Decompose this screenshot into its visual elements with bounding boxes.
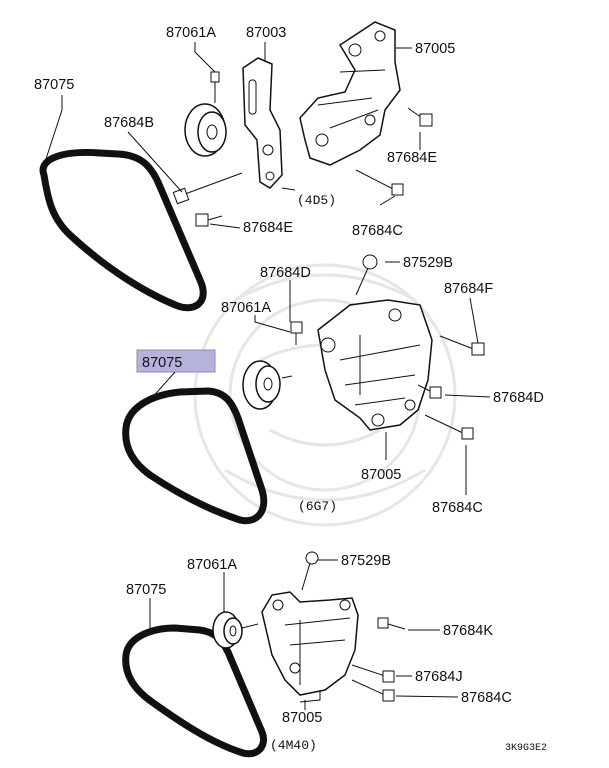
highlight-box xyxy=(136,349,216,373)
bolt-87684e-right-part[interactable] xyxy=(407,107,433,127)
label-bolt-87529b[interactable]: 87529B xyxy=(403,255,453,271)
engine-label-6g7: (6G7) xyxy=(298,499,337,514)
section-4d5: 87075 87061A 87003 87005 87684B 87684E 8… xyxy=(34,21,455,312)
label-bolt-87529b[interactable]: 87529B xyxy=(341,553,391,569)
bolt-87684e-lower-part[interactable] xyxy=(195,213,223,227)
label-pulley-87061a[interactable]: 87061A xyxy=(221,300,271,316)
label-mount-87005[interactable]: 87005 xyxy=(415,41,455,57)
mounting-bracket-part[interactable] xyxy=(261,591,359,703)
label-bolt-87684c[interactable]: 87684C xyxy=(432,500,483,516)
label-mount-87005[interactable]: 87005 xyxy=(361,467,401,483)
label-bolt-87684e-lower[interactable]: 87684E xyxy=(243,220,293,236)
engine-label-4d5: (4D5) xyxy=(297,193,336,208)
label-bolt-87684b[interactable]: 87684B xyxy=(104,115,154,131)
label-bolt-87684c[interactable]: 87684C xyxy=(461,690,512,706)
section-4m40: 87061A 87529B 87075 87684K 87684J 87684C… xyxy=(122,551,512,758)
label-bolt-87684e-right[interactable]: 87684E xyxy=(387,150,437,166)
v-belt-part[interactable] xyxy=(122,624,267,758)
idler-pulley-part[interactable] xyxy=(242,360,293,410)
bolt-87684c-part[interactable] xyxy=(355,169,404,196)
label-bolt-87684c[interactable]: 87684C xyxy=(352,223,403,239)
section-6g7: 87684D 87529B 87061A 87684F 87075 87684D… xyxy=(122,254,544,525)
label-bolt-87684f[interactable]: 87684F xyxy=(444,281,493,297)
bolt-87684c-part[interactable] xyxy=(351,679,395,702)
bolt-87684j-part[interactable] xyxy=(351,664,395,683)
idler-pulley-part[interactable] xyxy=(212,611,259,649)
bolt-87529b-part[interactable] xyxy=(301,551,319,591)
bolt-87684b-part[interactable] xyxy=(172,172,243,205)
label-pulley-87061a[interactable]: 87061A xyxy=(166,25,216,41)
label-mount-87005[interactable]: 87005 xyxy=(282,710,322,726)
bolt-87684d-top-part[interactable] xyxy=(290,321,303,345)
v-belt-part[interactable] xyxy=(122,387,268,525)
idler-pulley-part[interactable] xyxy=(184,71,227,157)
mounting-bracket-part[interactable] xyxy=(299,21,401,166)
label-bolt-87684k[interactable]: 87684K xyxy=(443,623,493,639)
label-belt-87075[interactable]: 87075 xyxy=(126,582,166,598)
label-belt-87075[interactable]: 87075 xyxy=(142,355,182,371)
bolt-87684k-part[interactable] xyxy=(377,617,406,630)
v-belt-part[interactable] xyxy=(39,148,207,312)
label-belt-87075[interactable]: 87075 xyxy=(34,77,74,93)
engine-label-4m40: (4M40) xyxy=(270,738,317,753)
bolt-87684d-right-part[interactable] xyxy=(417,384,442,399)
bolt-87529b-part[interactable] xyxy=(355,254,378,296)
label-bolt-87684d-top[interactable]: 87684D xyxy=(260,265,311,281)
tensioner-bracket-part[interactable] xyxy=(242,57,283,189)
diagram-code: 3K9G3E2 xyxy=(505,743,547,754)
label-pulley-87061a[interactable]: 87061A xyxy=(187,557,237,573)
label-bracket-87003[interactable]: 87003 xyxy=(246,25,286,41)
label-bolt-87684j[interactable]: 87684J xyxy=(415,669,463,685)
bolt-87684c-part[interactable] xyxy=(424,414,474,440)
mounting-bracket-part[interactable] xyxy=(317,299,433,431)
label-bolt-87684d-right[interactable]: 87684D xyxy=(493,390,544,406)
